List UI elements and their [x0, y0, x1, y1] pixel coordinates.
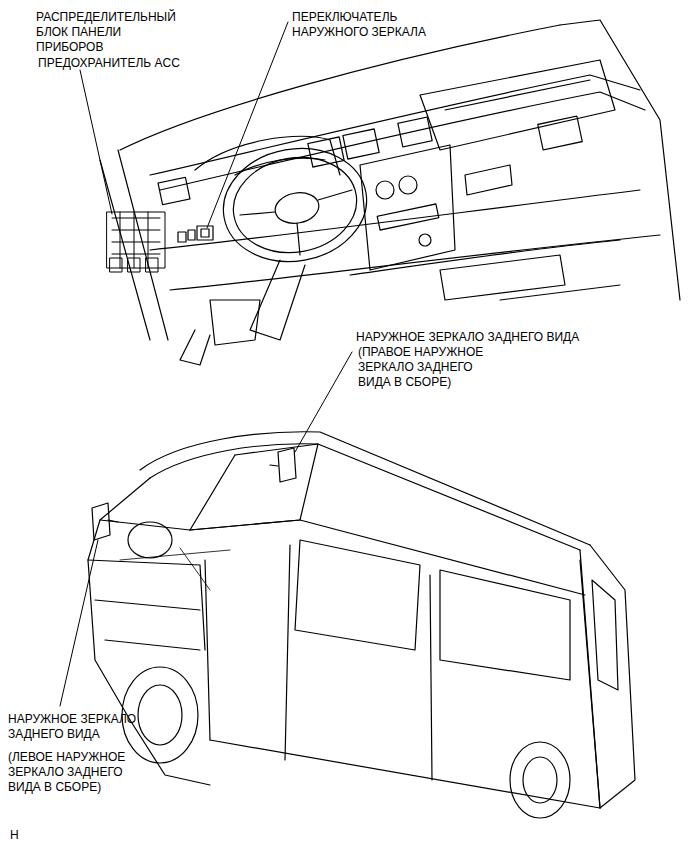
- van-illustration: [60, 352, 635, 818]
- part-name: ПРЕДОХРАНИТЕЛЬ ACC: [38, 56, 180, 71]
- figure-code: H: [10, 828, 19, 843]
- part-name: НАРУЖНОЕ ЗЕРКАЛО ЗАДНЕГО ВИДА: [8, 712, 143, 742]
- part-name: ПЕРЕКЛЮЧАТЕЛЬ НАРУЖНОГО ЗЕРКАЛА: [292, 10, 467, 40]
- part-name: (ПРАВОЕ НАРУЖНОЕ ЗЕРКАЛО ЗАДНЕГО ВИДА В …: [358, 345, 508, 390]
- dashboard-illustration: [80, 20, 680, 365]
- mirror-left: [92, 503, 118, 540]
- junction-block: [107, 212, 165, 272]
- part-name: РАСПРЕДЕЛИТЕЛЬНЫЙ БЛОК ПАНЕЛИ ПРИБОРОВ: [36, 10, 186, 55]
- part-name: (ЛЕВОЕ НАРУЖНОЕ ЗЕРКАЛО ЗАДНЕГО ВИДА В С…: [8, 750, 158, 795]
- part-name: НАРУЖНОЕ ЗЕРКАЛО ЗАДНЕГО ВИДА: [356, 330, 579, 345]
- mirror-switch: [178, 226, 213, 242]
- mirror-right: [270, 448, 296, 482]
